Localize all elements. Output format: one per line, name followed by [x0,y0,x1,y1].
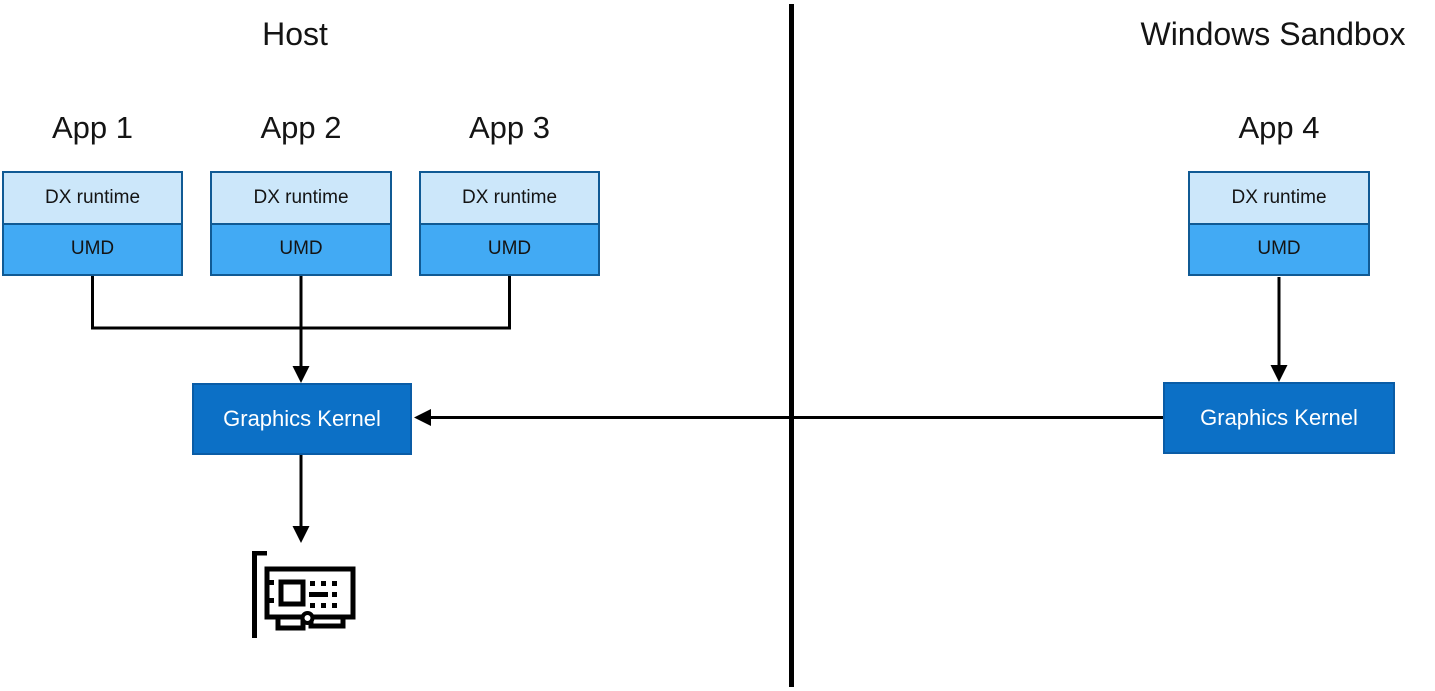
sandbox-kernel-to-host-kernel-arrowhead [414,409,431,426]
gpu-chip [278,579,306,607]
app2-dx-runtime-box: DX runtime [212,173,390,223]
app4-umd-box: UMD [1190,222,1368,274]
gpu-dot [321,581,326,586]
gpu-dot [310,581,315,586]
app2-title: App 2 [260,110,342,145]
gpu-connector-notch [300,611,315,625]
app2-stack: DX runtime UMD [210,171,392,276]
app3-dx-runtime-box: DX runtime [421,173,598,223]
kernel-to-gpu-arrowhead [292,526,310,543]
app3-title: App 3 [468,110,550,145]
gpu-bracket [252,551,267,638]
app1-stack: DX runtime UMD [2,171,183,276]
gpu-dot [310,603,315,608]
gpu-dot [269,580,274,585]
gpu-dot [321,603,326,608]
gpu-dot [332,581,337,586]
app1-dx-runtime-box: DX runtime [4,173,181,223]
host-graphics-kernel-box: Graphics Kernel [192,383,412,455]
app3-stack: DX runtime UMD [419,171,600,276]
app4-dx-runtime-box: DX runtime [1190,173,1368,223]
gpu-dot [332,603,337,608]
gpu-bar [309,592,328,597]
app1-title: App 1 [51,110,133,145]
app4-to-kernel-arrowhead [1270,365,1288,382]
graphics-card-icon [252,551,356,638]
sandbox-section-title: Windows Sandbox [1140,16,1406,52]
sandbox-graphics-kernel-box: Graphics Kernel [1163,382,1395,454]
app3-umd-box: UMD [421,222,598,274]
host-section-title: Host [262,16,328,52]
gpu-dot [269,598,274,603]
app4-title: App 4 [1238,110,1320,145]
gpu-dot [332,592,337,597]
app2-to-kernel-arrowhead [292,366,310,383]
app2-umd-box: UMD [212,222,390,274]
app4-stack: DX runtime UMD [1188,171,1370,276]
app1-umd-box: UMD [4,222,181,274]
